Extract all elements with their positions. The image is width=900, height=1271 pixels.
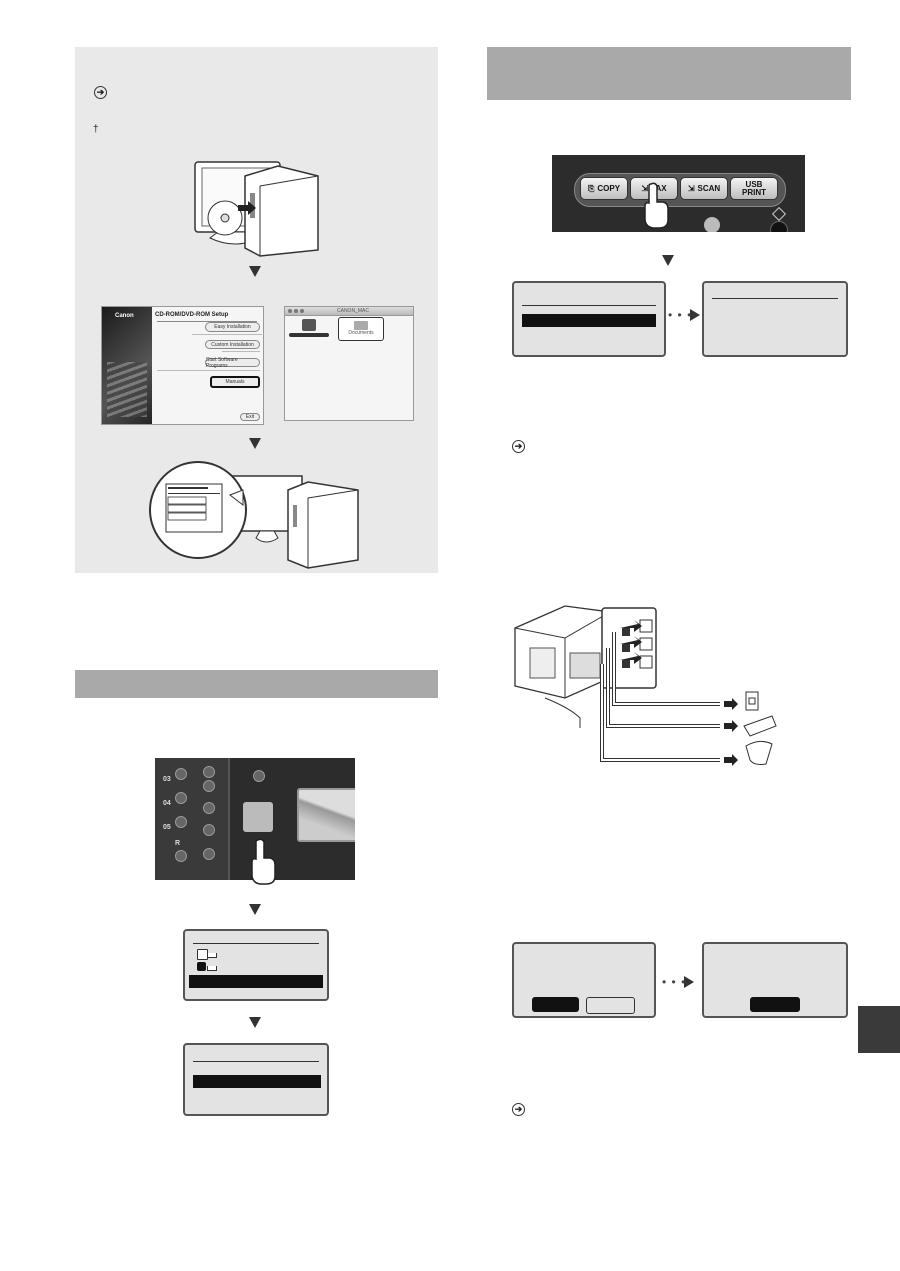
section-header-bar [75, 670, 438, 698]
lcd-display-confirm-left [512, 942, 656, 1018]
circle-arrow-icon: ➔ [512, 440, 525, 453]
start-software-button[interactable]: Start Software Programs [205, 357, 260, 369]
circle-arrow-icon: ➔ [94, 86, 107, 99]
right-arrow-icon [684, 976, 694, 988]
setup-window-sidebar: Canon [102, 307, 152, 424]
dotted-arrow: • • • [668, 308, 693, 322]
dagger-note: † [93, 124, 99, 135]
chapter-side-tab [858, 1006, 900, 1053]
circle-arrow-icon: ➔ [512, 1103, 525, 1116]
down-triangle-icon [249, 438, 261, 449]
dial-icon [704, 217, 720, 232]
fax-key-label: FAX [651, 184, 667, 193]
keypad-label: 05 [163, 824, 171, 831]
lcd-display-fax-submenu [702, 281, 848, 357]
finger-pointer-icon [251, 838, 276, 885]
finger-pointer-icon [644, 182, 669, 229]
lcd-unselected-button[interactable] [586, 997, 635, 1014]
diamond-icon [771, 206, 787, 222]
lcd-display-fax-menu [512, 281, 666, 357]
keypad-label: 04 [163, 800, 171, 807]
mac-window-title: CANON_MAC [337, 308, 369, 314]
dotted-arrow: • • • [662, 975, 687, 989]
lcd-selected-button[interactable] [532, 997, 579, 1012]
easy-installation-button[interactable]: Easy Installation [205, 322, 260, 332]
custom-installation-button[interactable]: Custom Installation [205, 340, 260, 349]
canon-mac-window: CANON_MAC Documents [284, 306, 414, 421]
copy-key[interactable]: ⎘COPY [580, 177, 628, 200]
lcd-selected-button[interactable] [750, 997, 800, 1012]
lcd-display-confirm-right [702, 942, 848, 1018]
cd-rom-setup-window: Canon CD-ROM/DVD-ROM Setup Easy Installa… [101, 306, 264, 425]
down-triangle-icon [249, 266, 261, 277]
insert-cd-illustration [194, 161, 319, 257]
lcd-display-menu [183, 929, 329, 1001]
documents-folder-label: Documents [348, 330, 374, 336]
print-key-label: PRINT [742, 187, 766, 197]
canon-logo: Canon [115, 313, 134, 319]
right-arrow-icon [690, 309, 700, 321]
down-triangle-icon [662, 255, 674, 266]
lcd-highlight-row [189, 975, 323, 988]
lcd-highlight-row [193, 1075, 321, 1088]
down-triangle-icon [249, 904, 261, 915]
scan-key[interactable]: ⇲SCAN [680, 177, 728, 200]
scan-key-label: SCAN [697, 184, 721, 193]
exit-button[interactable]: Exit [240, 413, 260, 421]
keypad-label: R [175, 840, 181, 847]
keypad-label: 03 [163, 776, 171, 783]
manual-view-illustration [149, 461, 359, 569]
down-triangle-icon [249, 1017, 261, 1028]
setup-window-title: CD-ROM/DVD-ROM Setup [155, 312, 229, 318]
usb-key-label: USB [745, 179, 763, 189]
section-header-bar [487, 47, 851, 100]
stop-button-icon [770, 221, 788, 232]
copy-key-label: COPY [597, 184, 621, 193]
lcd-highlight-row [522, 314, 656, 327]
fax-line-connection-illustration [514, 605, 777, 766]
lcd-display-submenu [183, 1043, 329, 1116]
selected-list-icon [197, 962, 206, 971]
documents-folder-icon[interactable]: Documents [338, 317, 384, 341]
installer-icon[interactable] [289, 319, 329, 341]
manuals-button[interactable]: Manuals [210, 376, 260, 388]
